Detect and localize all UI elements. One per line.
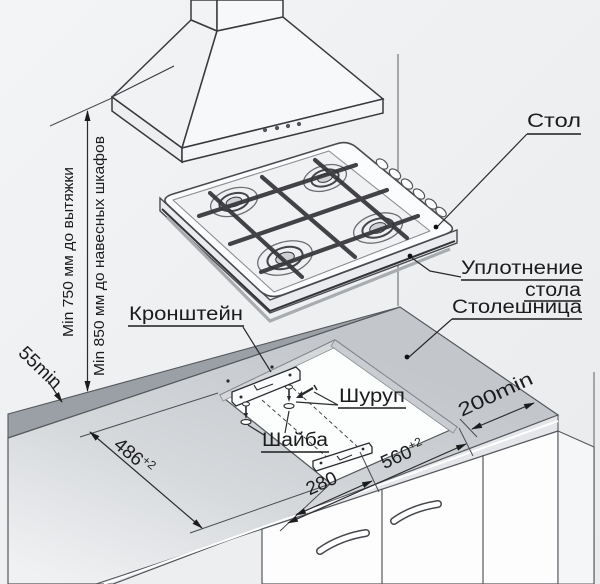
callout-screw: Шуруп — [295, 386, 406, 409]
loose-screw — [296, 384, 318, 398]
callout-countertop: Столешница — [404, 297, 583, 360]
pan-support-grate — [196, 157, 421, 280]
washer-1 — [240, 419, 252, 425]
label-screw: Шуруп — [339, 386, 405, 407]
hood-reference-line — [49, 97, 113, 127]
callout-bracket: Кронштейн — [128, 304, 272, 373]
callout-washer: Шайба — [247, 410, 329, 453]
drill-mark-2 — [270, 365, 274, 369]
cutout-right-lip — [330, 339, 458, 434]
label-countertop: Столешница — [452, 297, 583, 318]
control-knobs — [375, 158, 447, 218]
alignment-dashed-2 — [292, 387, 361, 450]
leader-dot-table — [433, 224, 439, 230]
label-washer: Шайба — [262, 430, 328, 451]
range-hood — [110, 0, 385, 164]
mounting-bracket — [231, 366, 301, 407]
dimension-min-heights: Min 750 мм до вытяжки Min 850 мм до наве… — [49, 97, 113, 392]
label-seal-line2: стола — [525, 280, 581, 301]
hood-base-back-edge — [111, 65, 175, 98]
drill-mark-1 — [226, 379, 230, 383]
hood-control-buttons — [262, 121, 302, 133]
label-seal-line1: Уплотнение — [461, 258, 583, 279]
dim-min750: Min 750 мм до вытяжки — [60, 167, 77, 337]
cabinet-door-handle-left — [316, 529, 370, 555]
washer-2 — [283, 403, 295, 409]
cooktop-seal-strip — [161, 208, 456, 313]
gas-cooktop — [159, 141, 458, 323]
callout-table: Стол — [433, 111, 581, 230]
dim-min850: Min 850 мм до навесных шкафов — [91, 136, 108, 376]
screw-washer-assembly-1 — [240, 401, 252, 425]
cooktop-base-strip — [165, 215, 451, 323]
cabinet-right-side — [557, 430, 595, 584]
label-table: Стол — [527, 111, 581, 132]
label-bracket: Кронштейн — [129, 304, 243, 325]
leader-dot-countertop — [404, 354, 410, 360]
cooktop-side-face — [159, 196, 458, 314]
callout-seal: Уплотнение стола — [407, 253, 583, 302]
hood-rim-front-face — [181, 98, 384, 163]
screw-washer-assembly-2 — [283, 384, 295, 409]
alignment-dashed-1 — [261, 399, 331, 461]
leader-dot-seal — [407, 253, 413, 259]
